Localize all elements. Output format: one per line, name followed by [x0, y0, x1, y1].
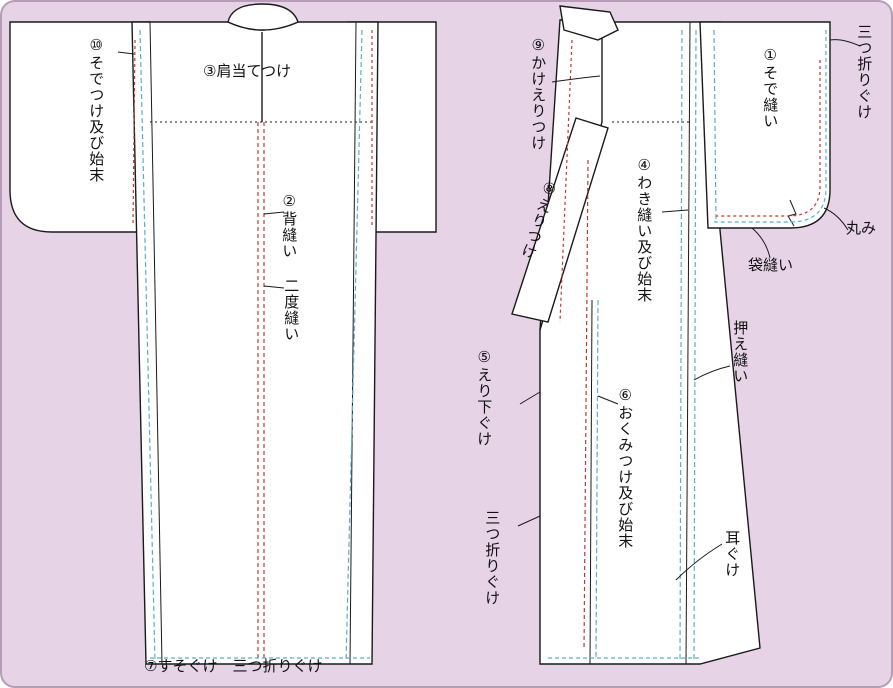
arrow-osae: [693, 365, 731, 381]
label-osae: 押え縫い: [731, 320, 750, 384]
back-stitches: [132, 29, 373, 663]
back-left-stitch-red: [132, 39, 136, 226]
label-maru: 丸み: [846, 219, 877, 237]
arrow-nidonui: [263, 285, 285, 289]
okumi-seam: [589, 299, 593, 665]
eri-collar-band: [511, 117, 609, 323]
label-erishita: ⑤えり下ぐけ: [475, 348, 494, 447]
arrow-mitsuori-bottom: [517, 515, 541, 527]
back-collar: [227, 3, 299, 31]
label-susoguke: ⑦すそぐけ 三つ折りぐけ: [144, 657, 323, 675]
label-nidonui: 二度縫い: [282, 278, 301, 342]
label-kataate: ③肩当てつけ: [203, 62, 292, 80]
sleeve-tear-detail: [787, 199, 797, 227]
front-sleeve-stitch-blue: [713, 29, 717, 223]
arrow-erishita: [519, 391, 541, 405]
label-fukuro: 袋縫い: [748, 256, 794, 274]
front-side-seam: [685, 21, 691, 665]
arrow-sodetsuke: [117, 51, 135, 55]
back-left-seam: [149, 21, 163, 665]
back-left-stitch-blue: [139, 29, 156, 663]
arrow-okumi: [597, 395, 619, 405]
arrow-senui: [263, 211, 285, 215]
back-right-seam: [349, 21, 357, 665]
back-body: [131, 21, 379, 665]
arrow-waki: [661, 209, 689, 213]
front-side-stitch-blue-2: [693, 29, 697, 661]
label-mimi: 耳ぐけ: [723, 530, 742, 578]
label-mitsuori-top: 三つ折りぐけ: [855, 24, 874, 120]
arrow-maru: [823, 207, 849, 231]
label-sodenui: ①そで縫い: [761, 46, 780, 129]
okumi-stitch-blue: [595, 299, 599, 661]
label-kakeeri: ⑨かけえりつけ: [529, 36, 548, 151]
back-right-stitch-blue: [345, 29, 363, 663]
arrow-mimi: [675, 543, 723, 581]
kimono-front-view: [511, 5, 831, 665]
label-sodetsuke: ⑩そでつけ及び始末: [87, 36, 106, 183]
arrow-mitsuori-top: [829, 39, 861, 47]
back-left-sleeve: [9, 21, 151, 233]
leader-arrows: [117, 39, 861, 581]
okumi-stitch-red: [583, 159, 589, 651]
sleeve-bottom-stitch-red: [716, 60, 821, 217]
label-waki: ④わき縫い及び始末: [635, 156, 654, 303]
arrow-kakeeri: [551, 75, 601, 83]
arrow-fukuro: [751, 227, 771, 259]
label-okumi: ⑥おくみつけ及び始末: [616, 386, 635, 549]
front-stitches: [548, 29, 827, 661]
label-mitsuori-bottom: 三つ折りぐけ: [483, 510, 502, 606]
front-side-stitch-blue: [679, 29, 683, 661]
kakeeri-strip: [559, 5, 619, 41]
kimono-back-view: [9, 3, 437, 665]
front-sleeve: [699, 21, 831, 229]
label-senui: ②背縫い: [280, 192, 299, 259]
kakeeri-stitch-red: [559, 39, 573, 323]
sleeve-bottom-stitch: [714, 30, 827, 223]
